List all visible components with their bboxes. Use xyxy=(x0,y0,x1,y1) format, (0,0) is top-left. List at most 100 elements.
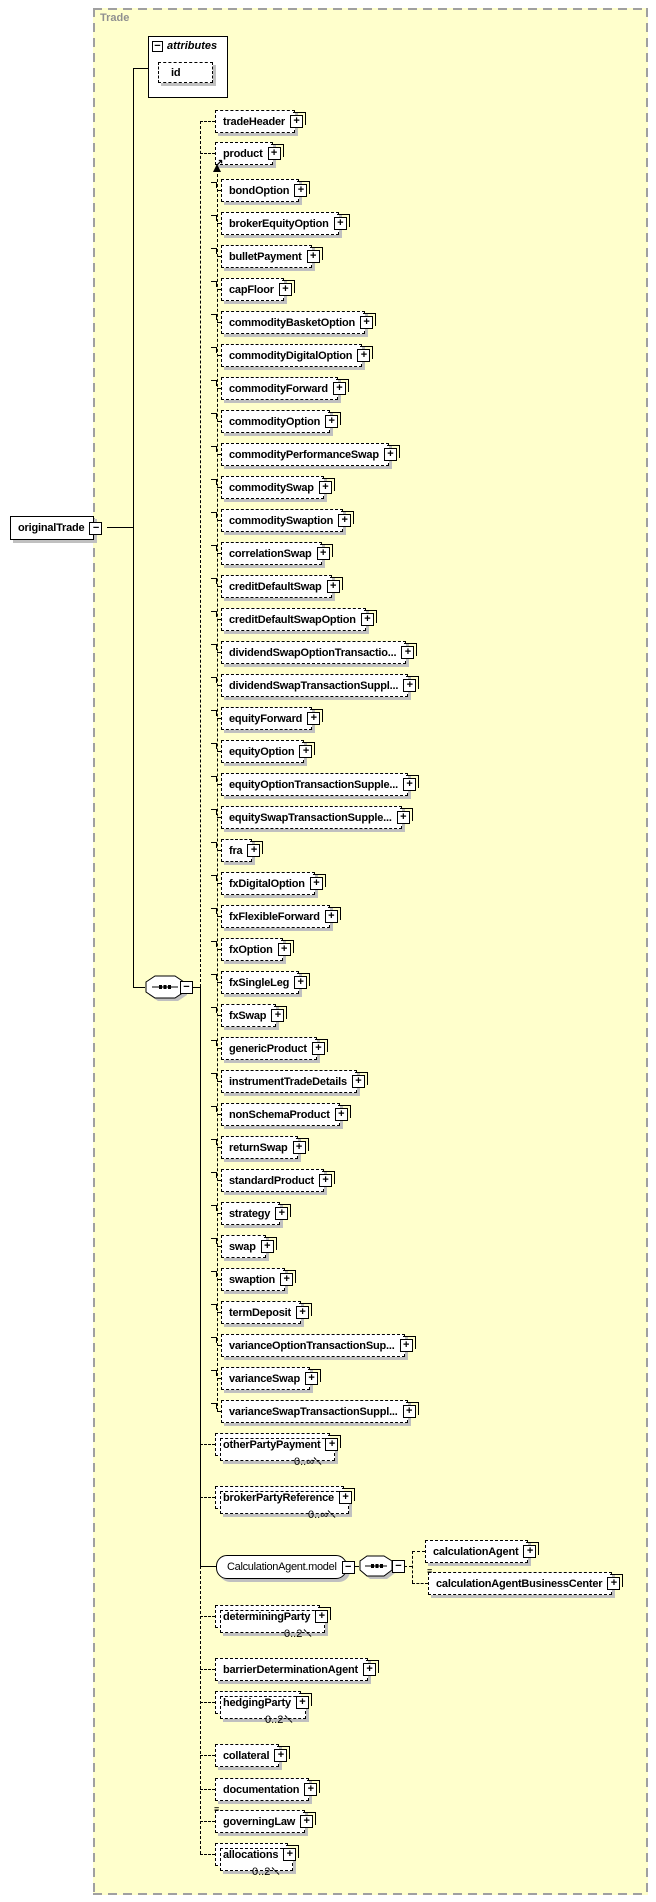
expand-icon[interactable]: + xyxy=(316,544,333,560)
element-commodityForward[interactable]: commodityForward+ xyxy=(221,377,349,400)
expand-icon[interactable]: + xyxy=(360,610,377,626)
element-equityOptionTransactionSupple[interactable]: equityOptionTransactionSupple...+ xyxy=(221,773,420,796)
expand-icon[interactable]: + xyxy=(307,709,324,725)
expand-icon[interactable]: + xyxy=(278,280,295,296)
element-varianceSwapTransactionSuppl[interactable]: varianceSwapTransactionSuppl...+ xyxy=(221,1400,419,1423)
collapse-icon[interactable]: − xyxy=(180,981,193,994)
expand-icon[interactable]: + xyxy=(294,973,311,989)
element-swap[interactable]: swap+ xyxy=(221,1235,277,1258)
expand-icon[interactable]: + xyxy=(333,214,350,230)
expand-icon[interactable]: + xyxy=(294,181,311,197)
expand-icon[interactable]: + xyxy=(311,1039,328,1055)
element-correlationSwap[interactable]: correlationSwap+ xyxy=(221,542,333,565)
expand-icon[interactable]: + xyxy=(309,874,326,890)
expand-icon[interactable]: + xyxy=(403,775,420,791)
expand-icon[interactable]: + xyxy=(271,1006,288,1022)
element-fxOption[interactable]: fxOption+ xyxy=(221,938,294,961)
element-bondOption[interactable]: bondOption+ xyxy=(221,179,311,202)
expand-icon[interactable]: + xyxy=(338,1488,355,1504)
expand-icon[interactable]: + xyxy=(275,1204,292,1220)
collapse-icon[interactable]: − xyxy=(392,1560,405,1573)
expand-icon[interactable]: + xyxy=(292,1138,309,1154)
element-strategy[interactable]: strategy+ xyxy=(221,1202,292,1225)
element-commodityPerformanceSwap[interactable]: commodityPerformanceSwap+ xyxy=(221,443,400,466)
element-fxFlexibleForward[interactable]: fxFlexibleForward+ xyxy=(221,905,341,928)
element-calculationAgent[interactable]: calculationAgent + xyxy=(425,1540,540,1563)
element-creditDefaultSwapOption[interactable]: creditDefaultSwapOption+ xyxy=(221,608,377,631)
collapse-icon[interactable]: − xyxy=(152,40,163,52)
expand-icon[interactable]: + xyxy=(351,1072,368,1088)
element-capFloor[interactable]: capFloor+ xyxy=(221,278,295,301)
expand-icon[interactable]: + xyxy=(334,1105,351,1121)
element-termDeposit[interactable]: termDeposit+ xyxy=(221,1301,312,1324)
element-bulletPayment[interactable]: bulletPayment+ xyxy=(221,245,323,268)
element-commoditySwap[interactable]: commoditySwap+ xyxy=(221,476,335,499)
expand-icon[interactable]: + xyxy=(260,1237,277,1253)
element-allocations[interactable]: allocations+ xyxy=(215,1843,300,1871)
expand-icon[interactable]: + xyxy=(399,1336,416,1352)
element-commodityOption[interactable]: commodityOption+ xyxy=(221,410,342,433)
element-varianceSwap[interactable]: varianceSwap+ xyxy=(221,1367,321,1390)
expand-icon[interactable]: + xyxy=(290,112,306,128)
expand-icon[interactable]: + xyxy=(325,412,342,428)
element-brokerEquityOption[interactable]: brokerEquityOption+ xyxy=(221,212,350,235)
element-commodityDigitalOption[interactable]: commodityDigitalOption+ xyxy=(221,344,374,367)
expand-icon[interactable]: + xyxy=(362,1660,379,1676)
element-creditDefaultSwap[interactable]: creditDefaultSwap+ xyxy=(221,575,343,598)
expand-icon[interactable]: + xyxy=(338,511,355,527)
group-CalculationAgent-model[interactable]: CalculationAgent.model − xyxy=(216,1555,355,1579)
expand-icon[interactable]: + xyxy=(401,643,418,659)
element-product[interactable]: product↗+ xyxy=(215,142,284,169)
collapse-icon[interactable]: − xyxy=(89,521,103,535)
element-equityForward[interactable]: equityForward+ xyxy=(221,707,324,730)
expand-icon[interactable]: + xyxy=(403,676,420,692)
element-dividendSwapOptionTransactio[interactable]: dividendSwapOptionTransactio...+ xyxy=(221,641,418,664)
expand-icon[interactable]: + xyxy=(267,144,284,160)
element-otherPartyPayment[interactable]: otherPartyPayment+ xyxy=(215,1433,342,1461)
element-instrumentTradeDetails[interactable]: instrumentTradeDetails+ xyxy=(221,1070,368,1093)
expand-icon[interactable]: + xyxy=(283,1845,300,1861)
expand-icon[interactable]: + xyxy=(319,1171,336,1187)
expand-icon[interactable]: + xyxy=(357,346,374,362)
expand-icon[interactable]: + xyxy=(318,478,335,494)
element-collateral[interactable]: collateral+ xyxy=(215,1744,291,1767)
element-nonSchemaProduct[interactable]: nonSchemaProduct+ xyxy=(221,1103,351,1126)
expand-icon[interactable]: + xyxy=(277,940,294,956)
element-fxSingleLeg[interactable]: fxSingleLeg+ xyxy=(221,971,311,994)
expand-icon[interactable]: + xyxy=(332,379,349,395)
element-originalTrade[interactable]: originalTrade − xyxy=(10,516,103,540)
expand-icon[interactable]: + xyxy=(295,1303,312,1319)
collapse-icon[interactable]: − xyxy=(341,1560,355,1574)
element-equityOption[interactable]: equityOption+ xyxy=(221,740,316,763)
element-genericProduct[interactable]: genericProduct+ xyxy=(221,1037,328,1060)
element-swaption[interactable]: swaption+ xyxy=(221,1268,297,1291)
expand-icon[interactable]: + xyxy=(325,1435,342,1451)
element-returnSwap[interactable]: returnSwap+ xyxy=(221,1136,309,1159)
expand-icon[interactable]: + xyxy=(315,1607,332,1623)
element-fxDigitalOption[interactable]: fxDigitalOption+ xyxy=(221,872,326,895)
expand-icon[interactable]: + xyxy=(402,1402,419,1418)
element-varianceOptionTransactionSup[interactable]: varianceOptionTransactionSup...+ xyxy=(221,1334,416,1357)
element-fra[interactable]: fra+ xyxy=(221,839,264,862)
expand-icon[interactable]: + xyxy=(324,907,341,923)
expand-icon[interactable]: + xyxy=(360,313,376,329)
element-equitySwapTransactionSupple[interactable]: equitySwapTransactionSupple...+ xyxy=(221,806,413,829)
element-documentation[interactable]: documentation+ xyxy=(215,1778,321,1801)
element-dividendSwapTransactionSuppl[interactable]: dividendSwapTransactionSuppl...+ xyxy=(221,674,420,697)
expand-icon[interactable]: + xyxy=(304,1780,321,1796)
element-calculationAgentBusinessCenter[interactable]: ≡ calculationAgentBusinessCenter + xyxy=(427,1567,624,1595)
element-fxSwap[interactable]: fxSwap+ xyxy=(221,1004,288,1027)
expand-icon[interactable]: + xyxy=(396,808,413,824)
element-commodityBasketOption[interactable]: commodityBasketOption+ xyxy=(221,311,376,334)
expand-icon[interactable]: + xyxy=(274,1746,291,1762)
element-barrierDeterminationAgent[interactable]: barrierDeterminationAgent+ xyxy=(215,1658,379,1681)
element-determiningParty[interactable]: determiningParty+ xyxy=(215,1605,332,1633)
expand-icon[interactable]: + xyxy=(523,1542,540,1558)
expand-icon[interactable]: + xyxy=(607,1574,624,1590)
expand-icon[interactable]: + xyxy=(383,445,400,461)
expand-icon[interactable]: + xyxy=(326,577,343,593)
expand-icon[interactable]: + xyxy=(299,742,316,758)
expand-icon[interactable]: + xyxy=(247,841,264,857)
expand-icon[interactable]: + xyxy=(306,247,323,263)
element-hedgingParty[interactable]: hedgingParty+ xyxy=(215,1691,312,1719)
